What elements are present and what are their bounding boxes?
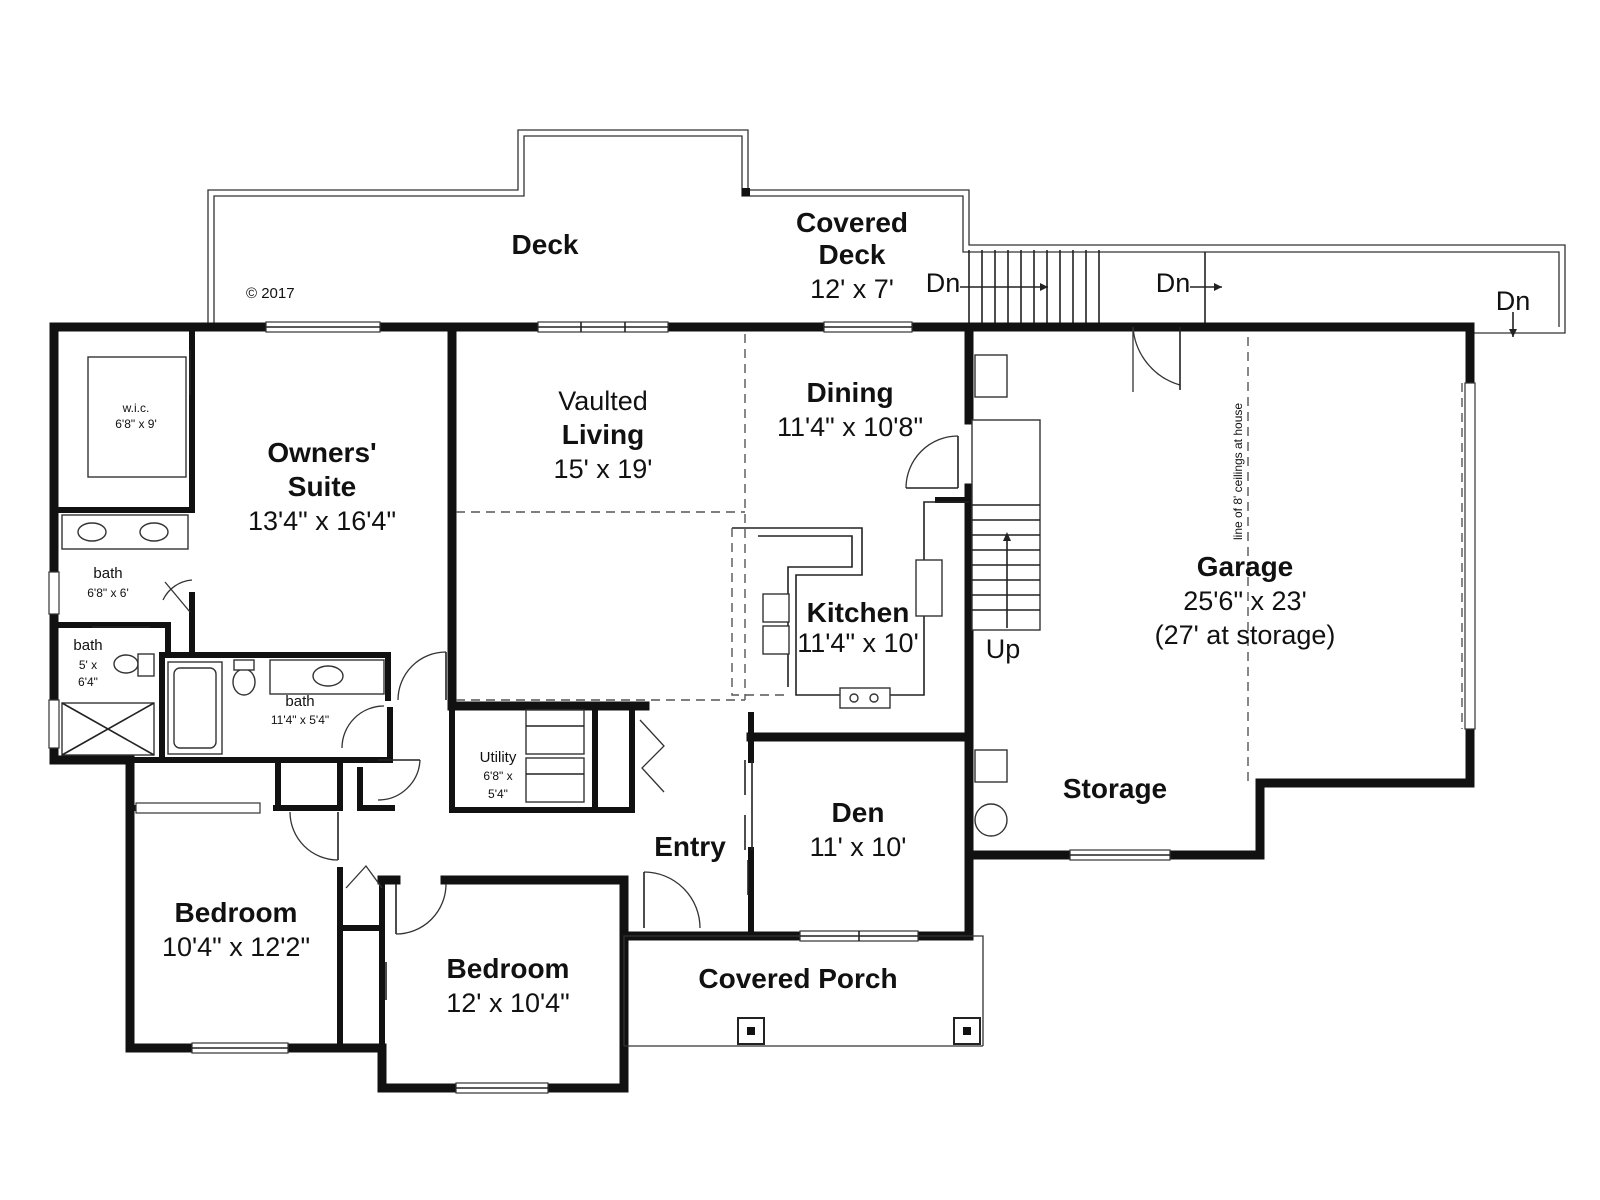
- fixtures: [61, 354, 1008, 837]
- den-size: 11' x 10': [810, 832, 907, 862]
- vaulted-living-size: 15' x 19': [554, 454, 653, 484]
- covered-porch-outline: [623, 935, 984, 1047]
- interior-walls: [51, 322, 974, 1051]
- bedroom-center-size: 12' x 10'4": [446, 988, 569, 1018]
- dashed-lines: [456, 334, 1249, 783]
- bath-hall-size: 11'4" x 5'4": [271, 713, 329, 727]
- utility-size-2: 5'4": [488, 787, 508, 801]
- stair-up-label: Up: [986, 634, 1021, 664]
- bath-hall-label: bath: [285, 693, 314, 710]
- owners-suite-size: 13'4" x 16'4": [248, 506, 396, 536]
- bath-small-size-1: 5' x: [79, 658, 97, 672]
- garage-label: Garage: [1197, 551, 1294, 582]
- covered-deck-label-1: Covered: [796, 207, 908, 238]
- den-label: Den: [832, 797, 885, 828]
- bath-small-label: bath: [73, 637, 102, 654]
- utility-size-1: 6'8" x: [483, 769, 512, 783]
- covered-deck-size: 12' x 7': [810, 274, 894, 304]
- bath-master-label: bath: [93, 565, 122, 582]
- bedroom-left-size: 10'4" x 12'2": [162, 932, 310, 962]
- vaulted-living-label-1: Vaulted: [558, 386, 648, 416]
- wic-size: 6'8" x 9': [115, 417, 157, 431]
- stair-dn-label-3: Dn: [1496, 286, 1531, 316]
- interior-stairs: [971, 419, 1041, 631]
- entry-label: Entry: [654, 831, 726, 862]
- covered-porch-label: Covered Porch: [698, 963, 897, 994]
- bedroom-left-label: Bedroom: [175, 897, 298, 928]
- deck-label: Deck: [512, 229, 579, 260]
- owners-suite-label-1: Owners': [267, 437, 376, 468]
- storage-label: Storage: [1063, 773, 1167, 804]
- dining-label: Dining: [806, 377, 893, 408]
- vaulted-living-label-2: Living: [562, 419, 644, 450]
- garage-size: 25'6" x 23': [1183, 586, 1306, 616]
- kitchen-size: 11'4" x 10': [797, 628, 918, 658]
- dining-size: 11'4" x 10'8": [777, 412, 923, 442]
- deck-stairs: [960, 250, 1517, 337]
- covered-deck-label-2: Deck: [819, 239, 886, 270]
- copyright-text: © 2017: [246, 285, 295, 302]
- stair-dn-label-1: Dn: [926, 268, 961, 298]
- bedroom-center-label: Bedroom: [447, 953, 570, 984]
- doors: [92, 326, 1181, 1000]
- stair-dn-label-2: Dn: [1156, 268, 1191, 298]
- utility-label: Utility: [480, 749, 517, 766]
- owners-suite-label-2: Suite: [288, 471, 356, 502]
- ceiling-note: line of 8' ceilings at house: [1231, 403, 1245, 540]
- bath-small-size-2: 6'4": [78, 675, 98, 689]
- bath-master-size: 6'8" x 6': [87, 586, 129, 600]
- kitchen-label: Kitchen: [807, 597, 910, 628]
- deck-outline: [207, 129, 1566, 334]
- wic-label: w.i.c.: [122, 401, 150, 415]
- room-labels: © 2017 Deck Covered Deck 12' x 7' Dn Dn …: [73, 207, 1530, 1018]
- garage-note: (27' at storage): [1155, 620, 1336, 650]
